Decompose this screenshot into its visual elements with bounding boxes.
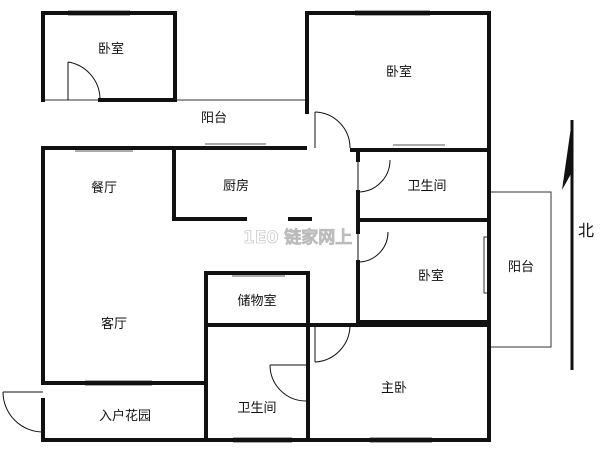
label-kitchen: 厨房 bbox=[223, 178, 249, 194]
room-labels: 卧室 阳台 卧室 餐厅 厨房 卫生间 卧室 阳台 储物室 客厅 主卧 卫生间 入… bbox=[91, 41, 534, 424]
compass bbox=[562, 120, 574, 370]
label-storage: 储物室 bbox=[237, 293, 276, 309]
label-balcony-north: 阳台 bbox=[201, 111, 227, 126]
label-bedroom-east: 卧室 bbox=[418, 268, 444, 284]
label-bathroom-south: 卫生间 bbox=[237, 401, 276, 416]
door-master bbox=[314, 324, 351, 363]
door-bath-south bbox=[269, 364, 307, 402]
doors bbox=[2, 61, 391, 433]
label-living: 客厅 bbox=[101, 316, 127, 332]
label-entry-garden: 入户花园 bbox=[99, 408, 151, 424]
walls bbox=[41, 11, 491, 442]
label-bathroom-east: 卫生间 bbox=[407, 179, 446, 194]
label-bedroom-nw: 卧室 bbox=[98, 41, 124, 57]
door-bath-east bbox=[357, 159, 391, 193]
door-ne-bedroom bbox=[314, 111, 351, 149]
door-bedroom-east bbox=[357, 231, 389, 263]
label-bedroom-ne: 卧室 bbox=[386, 64, 412, 80]
thin-lines bbox=[45, 99, 552, 348]
north-label: 北 bbox=[578, 221, 594, 240]
label-dining: 餐厅 bbox=[91, 180, 117, 196]
label-master-bedroom: 主卧 bbox=[381, 381, 407, 396]
label-balcony-east: 阳台 bbox=[508, 260, 534, 275]
door-entry bbox=[2, 391, 44, 433]
watermark: 1E0 链家网上 bbox=[243, 227, 352, 248]
door-nw-bedroom bbox=[67, 61, 101, 100]
